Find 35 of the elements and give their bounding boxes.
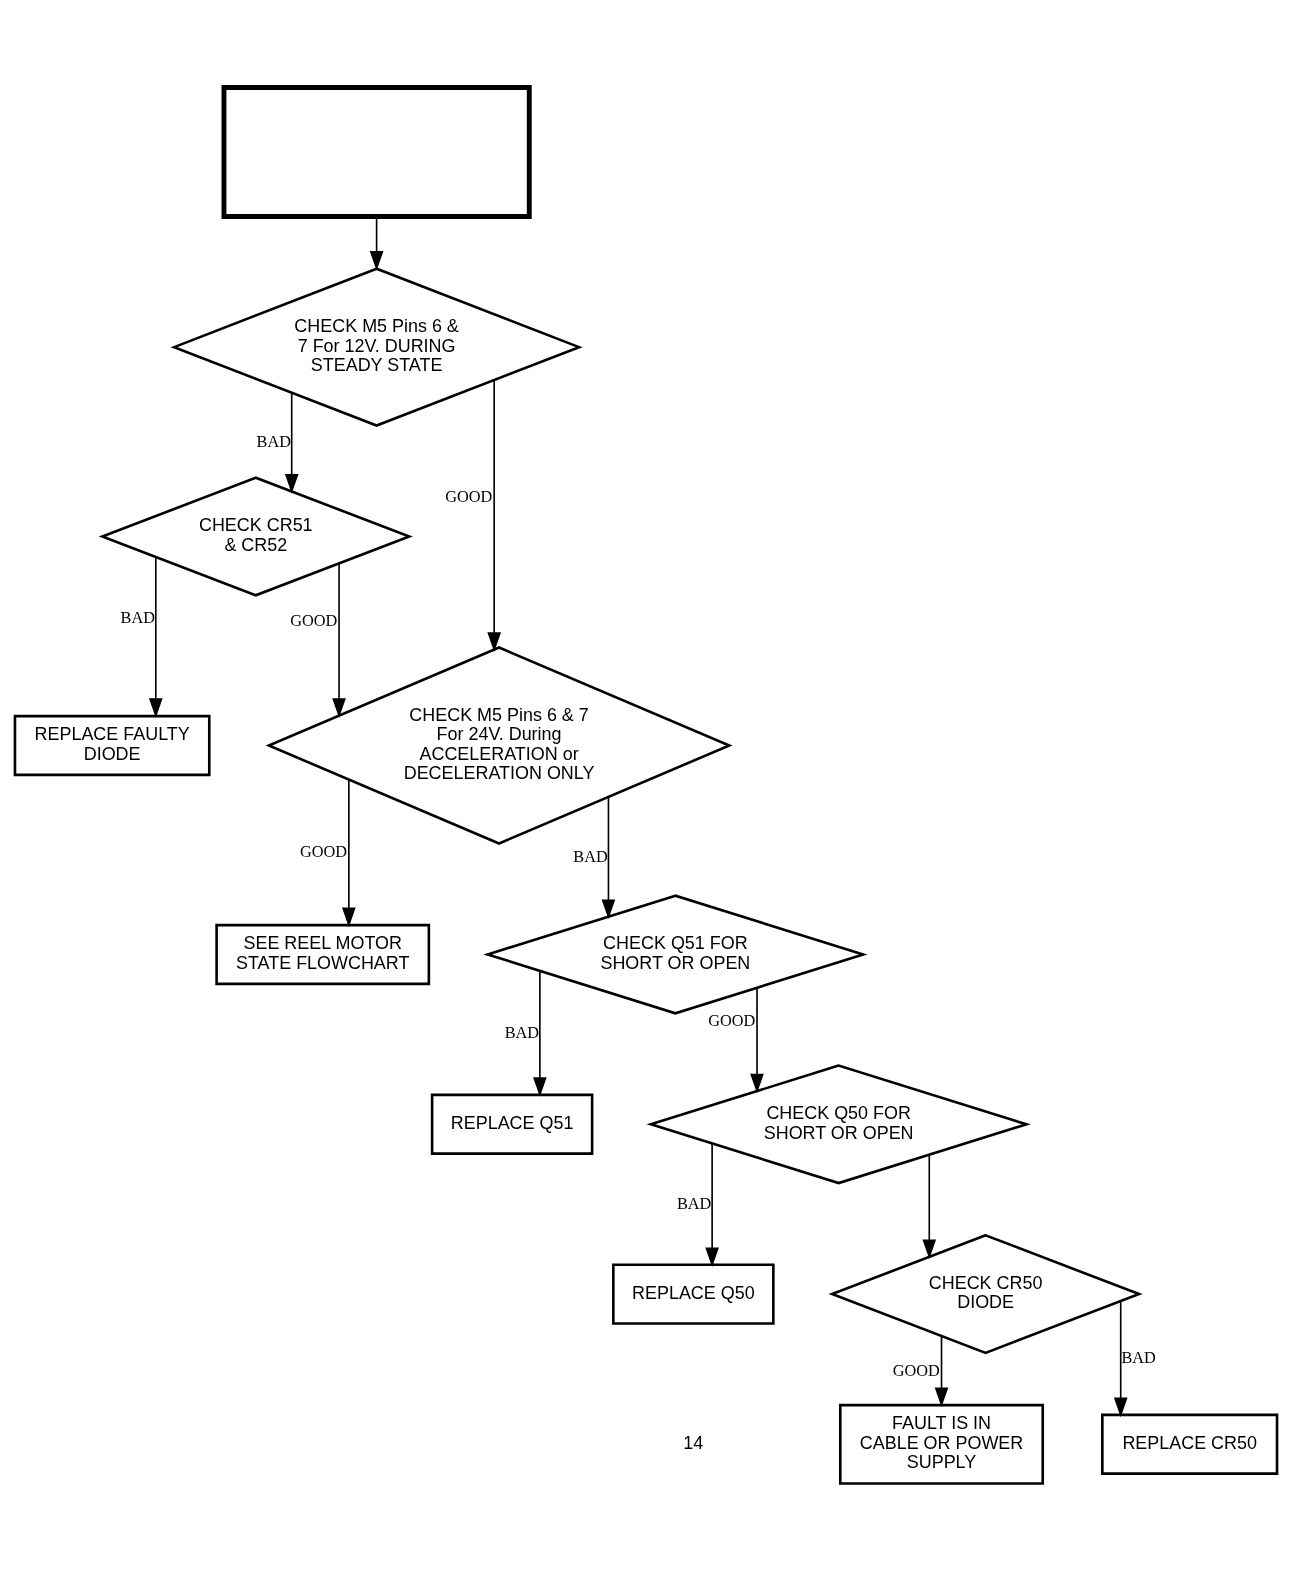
edge-label: GOOD	[299, 842, 348, 862]
node-diamond: CHECK Q50 FOR SHORT OR OPEN	[646, 1064, 1031, 1185]
label: 14	[683, 1432, 704, 1453]
arrow	[1113, 1300, 1128, 1418]
edge-label: BAD	[256, 431, 291, 451]
node-diamond: CHECK Q51 FOR SHORT OR OPEN	[483, 894, 868, 1015]
node-box: FAULT IS IN CABLE OR POWER SUPPLY	[839, 1403, 1045, 1485]
arrow	[922, 1154, 937, 1260]
node-box: REPLACE FAULTY DIODE	[13, 714, 211, 777]
edge-label: GOOD	[445, 486, 493, 506]
edge-label: BAD	[120, 608, 156, 628]
node-box: SEE REEL MOTOR STATE FLOWCHART	[215, 923, 431, 986]
node-diamond: CHECK M5 Pins 6 & 7 For 12V. DURING STEADY STATE	[170, 267, 583, 427]
edge-label: GOOD	[290, 611, 338, 631]
arrow	[487, 379, 502, 652]
node-diamond: CHECK M5 Pins 6 & 7 For 24V. During ACCELERATION or DECELERATION ONLY	[265, 646, 733, 845]
edge-label: GOOD	[892, 1360, 940, 1380]
node-box	[221, 85, 532, 219]
node-diamond: CHECK CR51 & CR52	[98, 476, 413, 597]
arrow	[601, 796, 616, 919]
edge-label: BAD	[573, 846, 608, 866]
node-box: REPLACE Q51	[430, 1093, 594, 1155]
node-box: REPLACE Q50	[612, 1263, 775, 1325]
arrow	[284, 392, 299, 494]
arrow	[148, 556, 163, 718]
edge-label: BAD	[676, 1194, 712, 1214]
arrow	[369, 216, 384, 271]
node-box: REPLACE CR50	[1101, 1413, 1279, 1475]
arrow	[533, 970, 547, 1097]
arrow	[342, 779, 356, 928]
edge-label: BAD	[504, 1022, 540, 1042]
arrow	[705, 1142, 719, 1268]
arrow	[332, 562, 346, 718]
arrow	[934, 1335, 949, 1408]
arrow	[750, 987, 764, 1094]
